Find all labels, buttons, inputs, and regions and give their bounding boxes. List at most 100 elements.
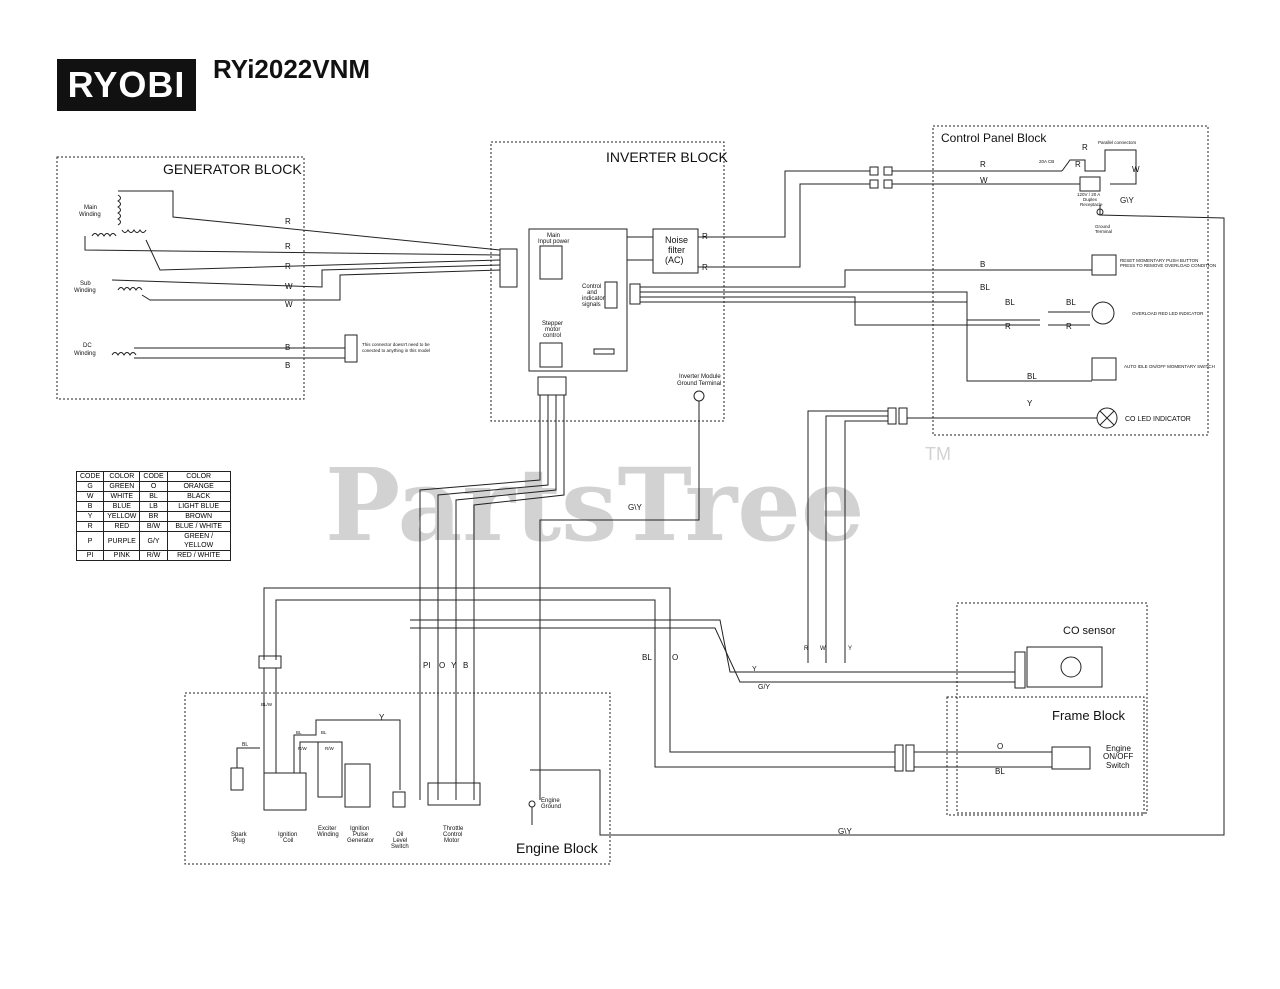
stepper-label-2: motor xyxy=(545,327,560,333)
connector-2a xyxy=(869,179,879,189)
eng-wire-o: O xyxy=(439,661,445,670)
connector-1b xyxy=(883,166,893,176)
control-port xyxy=(604,281,618,309)
dc-note-2: conected to anything in this model xyxy=(362,348,430,353)
wire-w2 xyxy=(141,269,501,301)
eng-wire-blw: BL/W xyxy=(261,702,273,707)
eng-wire-pi: PI xyxy=(423,661,431,670)
overload-led-label: OVERLOAD RED LED INDICATOR xyxy=(1132,311,1204,316)
co-sensor-element xyxy=(1060,656,1082,678)
legend-cell: BLUE xyxy=(103,501,141,512)
harness-line-2 xyxy=(437,395,549,800)
legend-cell: GREEN xyxy=(103,481,141,492)
receptacle-label-3: Receptacle xyxy=(1080,202,1103,207)
cp-ground-label-2: Terminal xyxy=(1095,229,1112,234)
cp-wire-y: Y xyxy=(1027,399,1033,408)
legend-cell: BLUE / WHITE xyxy=(166,521,231,532)
throttle-label-3: Motor xyxy=(444,838,459,844)
watermark: PartsTree xyxy=(325,446,865,564)
oil-switch-label-3: Switch xyxy=(391,844,409,850)
gen-wire-label-4: W xyxy=(285,282,293,291)
bus-y xyxy=(410,619,1015,673)
model-number: RYi2022VNM xyxy=(213,54,371,84)
eng-wire-gy-bus: G/Y xyxy=(758,684,770,691)
legend-cell: PI xyxy=(75,550,105,561)
main-winding-coil-2 xyxy=(91,233,117,237)
engine-block-title: Engine Block xyxy=(516,840,599,856)
oil-switch-label-2: Level xyxy=(393,838,407,844)
eng-wire-rw2: R/W xyxy=(325,746,335,751)
overload-led xyxy=(1091,301,1115,325)
wire-rw xyxy=(299,741,330,773)
co-wire-y: Y xyxy=(848,646,852,652)
gen-wire-label-5: W xyxy=(285,300,293,309)
legend-cell: R/W xyxy=(139,550,168,561)
nf-wire-label-1: R xyxy=(702,232,708,241)
eng-wire-gy-top: G\Y xyxy=(628,503,642,512)
cp-wire-bl3: BL xyxy=(1066,298,1076,307)
eng-wire-y-bus: Y xyxy=(752,666,757,673)
eng-wire-y: Y xyxy=(379,713,385,722)
frame-wire-o: O xyxy=(997,742,1003,751)
pulse-gen-label-1: Ignition xyxy=(350,826,369,832)
dc-winding-coil xyxy=(111,352,137,356)
engine-switch-label-2: ON/OFF xyxy=(1103,752,1133,761)
stepper-connector xyxy=(539,342,563,368)
engine-switch-label-1: Engine xyxy=(1106,744,1131,753)
wire-signal-auto xyxy=(640,301,1092,382)
harness-line-4 xyxy=(473,395,565,800)
engine-block-border xyxy=(184,692,611,865)
eng-wire-bl-a: BL xyxy=(296,730,302,735)
ryobi-logo: RYOBI xyxy=(57,59,196,111)
noise-filter-label-3: (AC) xyxy=(665,255,684,265)
wire-spark xyxy=(236,747,260,768)
generator-connector xyxy=(499,248,518,288)
control-signals-label-3: indicator xyxy=(582,296,605,302)
ignition-coil-label-2: Coil xyxy=(283,838,293,844)
wire-co-y xyxy=(844,420,888,663)
throttle-label-2: Control xyxy=(443,832,462,838)
control-panel-border xyxy=(932,125,1209,436)
stepper-harness-connector xyxy=(537,376,567,396)
sub-winding-label: Sub xyxy=(80,281,91,287)
engine-ground-label-2: Ground xyxy=(541,804,561,810)
wire-co-w xyxy=(825,415,888,663)
legend-cell: RED / WHITE xyxy=(166,550,231,561)
wire-signal-r xyxy=(640,296,1040,326)
legend-cell: R xyxy=(75,521,105,532)
eng-wire-bl-bus: BL xyxy=(642,653,652,662)
control-signals-label-1: Control xyxy=(582,284,601,290)
gen-wire-label-3: R xyxy=(285,262,291,271)
oil-level-switch xyxy=(392,791,406,808)
frame-wire-bl: BL xyxy=(995,767,1005,776)
legend-cell: B xyxy=(75,501,105,512)
spark-plug xyxy=(230,767,244,791)
wire-cp-loop xyxy=(1061,149,1137,185)
legend-cell: LB xyxy=(139,501,168,512)
ignition-connector xyxy=(258,655,282,669)
reset-label-2: PRESS TO REMOVE OVERLOAD CONDITION xyxy=(1120,263,1216,268)
cp-wire-r4: R xyxy=(1005,322,1011,331)
wire-signal-bl xyxy=(640,291,1040,321)
receptacle xyxy=(1079,176,1101,192)
parallel-connectors-label: Parallel connectors xyxy=(1098,140,1137,145)
co-sensor-title: CO sensor xyxy=(1063,625,1116,637)
frame-connector-b xyxy=(905,744,915,772)
cp-wire-bl4: BL xyxy=(1027,372,1037,381)
wire-co-r xyxy=(807,410,888,663)
harness-line-1 xyxy=(419,395,541,800)
module-port xyxy=(593,348,615,355)
wire-r2 xyxy=(84,236,501,256)
legend-cell: BR xyxy=(139,511,168,522)
sub-winding-label-2: Winding xyxy=(74,288,96,294)
inverter-block-border xyxy=(490,141,725,422)
exciter-label-2: Winding xyxy=(317,832,339,838)
main-winding-label-2: Winding xyxy=(79,212,101,218)
ignition-coil-label-1: Ignition xyxy=(278,832,297,838)
engine-switch xyxy=(1051,746,1091,770)
legend-cell: B/W xyxy=(139,521,168,532)
stepper-label-3: control xyxy=(543,333,561,339)
co-led-cross xyxy=(1099,410,1115,426)
